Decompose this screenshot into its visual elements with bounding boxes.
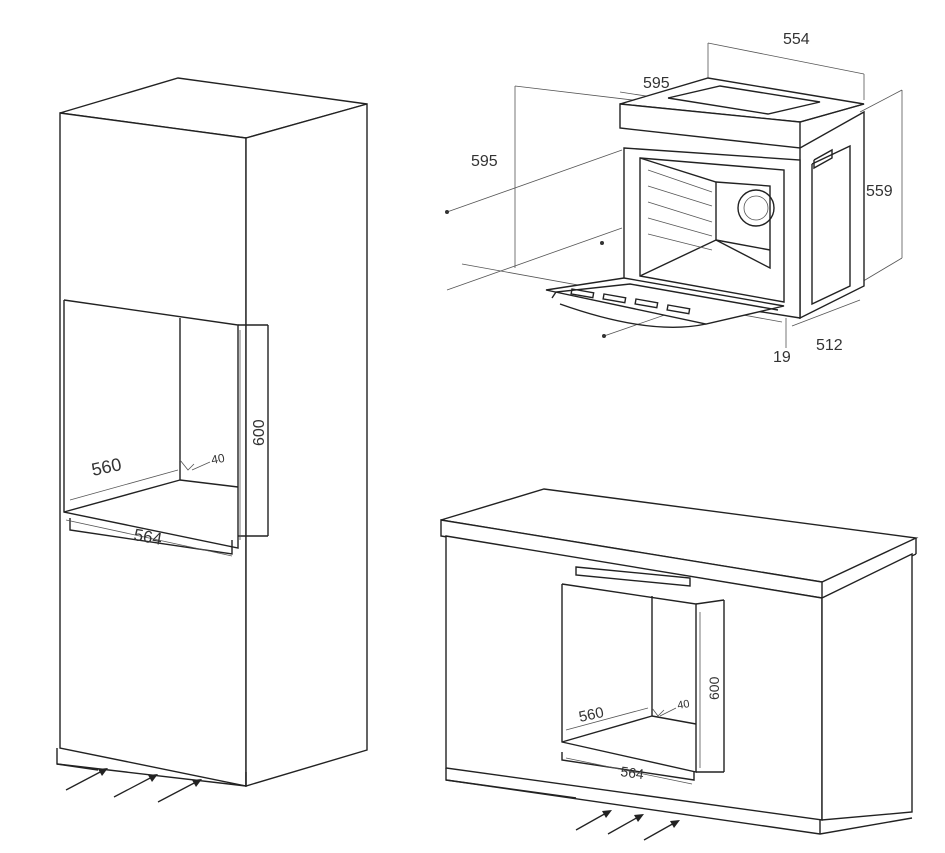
- base-cabinet-niche: [561, 583, 725, 781]
- base-dim-depth-gap: 40: [676, 698, 690, 712]
- base-dim-height: 600: [706, 676, 722, 700]
- base-dim-outer-width: 564: [620, 763, 646, 782]
- ventilation-arrow-icon: [575, 810, 680, 841]
- tall-dim-height: 600: [251, 419, 268, 446]
- oven-dim-panel-thickness: 19: [773, 349, 791, 366]
- oven-dim-front-height: 595: [471, 153, 498, 170]
- oven-handle: [575, 566, 691, 587]
- base-dim-inner-width: 560: [577, 704, 605, 726]
- oven-dim-front-width: 595: [643, 75, 670, 92]
- fan-icon: [737, 189, 775, 227]
- oven-unit: 554 595 595 559 512 19: [445, 31, 903, 366]
- oven-dim-height: 559: [866, 183, 893, 200]
- tall-dim-depth-gap: 40: [210, 451, 226, 467]
- base-cabinet: 600 560 40 564: [440, 488, 919, 841]
- oven-dim-depth: 512: [816, 337, 843, 354]
- ventilation-arrow-icon: [65, 768, 202, 803]
- tall-cabinet-niche: [63, 299, 269, 555]
- tall-dim-outer-width: 564: [132, 525, 163, 549]
- oven-dim-width: 554: [783, 31, 810, 48]
- tall-cabinet: 600 560 40 564: [56, 77, 368, 803]
